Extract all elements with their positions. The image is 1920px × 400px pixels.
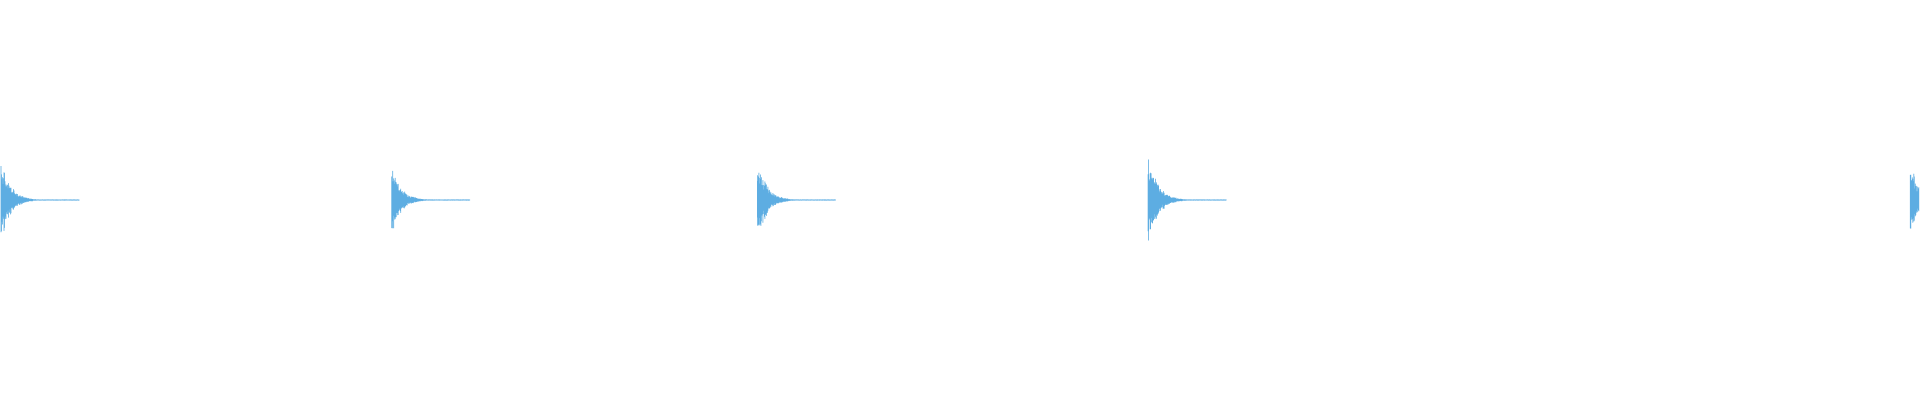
waveform-hit-3 bbox=[757, 172, 836, 226]
waveform-hit-5 bbox=[1909, 173, 1920, 229]
waveform-hits bbox=[0, 159, 1920, 241]
waveform-hit-1 bbox=[0, 166, 80, 233]
